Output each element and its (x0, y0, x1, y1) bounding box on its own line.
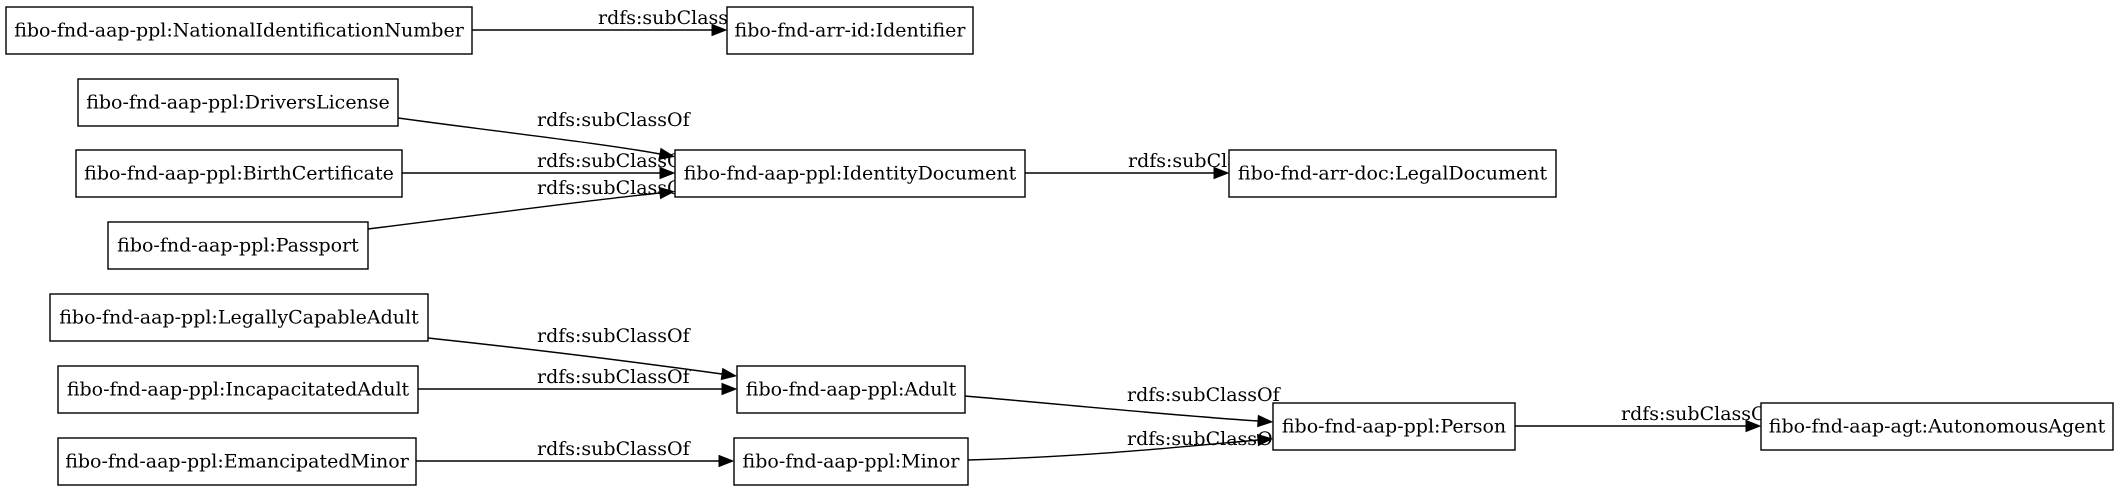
node-label: fibo-fnd-aap-ppl:EmancipatedMinor (65, 451, 409, 473)
edge-incapacitated-adult-to-adult: rdfs:subClassOf (418, 366, 738, 396)
node-box (49, 293, 429, 342)
node-label: fibo-fnd-aap-ppl:Adult (746, 379, 957, 401)
node-minor: fibo-fnd-aap-ppl:Minor (733, 437, 969, 486)
arrowhead-icon (1213, 166, 1230, 180)
node-incapacitated-adult: fibo-fnd-aap-ppl:IncapacitatedAdult (57, 365, 419, 414)
edge-minor-to-person: rdfs:subClassOf (967, 428, 1282, 461)
edge-label: rdfs:subClassOf (537, 366, 692, 388)
node-adult: fibo-fnd-aap-ppl:Adult (736, 365, 966, 414)
edge-birth-certificate-to-identity-document: rdfs:subClassOf (402, 150, 692, 180)
node-box (1228, 149, 1557, 198)
node-label: fibo-fnd-aap-ppl:IncapacitatedAdult (67, 379, 410, 401)
edge-label: rdfs:subClassOf (1127, 428, 1282, 450)
arrowhead-icon (1257, 414, 1274, 428)
node-drivers-license: fibo-fnd-aap-ppl:DriversLicense (77, 78, 399, 127)
edge-label: rdfs:subClassOf (1621, 403, 1776, 425)
node-label: fibo-fnd-aap-ppl:Passport (117, 235, 359, 257)
node-box (107, 221, 369, 270)
edge-person-to-autonomous-agent: rdfs:subClassOf (1515, 403, 1776, 433)
node-label: fibo-fnd-arr-doc:LegalDocument (1238, 163, 1548, 185)
node-label: fibo-fnd-aap-ppl:IdentityDocument (684, 163, 1017, 185)
edge-label: rdfs:subClassOf (1127, 384, 1282, 406)
node-person: fibo-fnd-aap-ppl:Person (1272, 402, 1516, 451)
node-birth-certificate: fibo-fnd-aap-ppl:BirthCertificate (75, 149, 403, 198)
node-label: fibo-fnd-arr-id:Identifier (735, 20, 967, 42)
edge-line (964, 395, 1259, 422)
node-box (57, 365, 419, 414)
node-box (1760, 402, 2114, 451)
node-national-id: fibo-fnd-aap-ppl:NationalIdentificationN… (5, 6, 473, 55)
edge-national-id-to-identifier: rdfs:subClassOf (472, 7, 753, 37)
arrowhead-icon (658, 147, 676, 161)
node-identity-document: fibo-fnd-aap-ppl:IdentityDocument (674, 149, 1026, 198)
edge-drivers-license-to-identity-document: rdfs:subClassOf (397, 109, 692, 161)
edge-line (967, 439, 1259, 461)
node-label: fibo-fnd-aap-ppl:NationalIdentificationN… (14, 20, 465, 42)
edge-label: rdfs:subClassOf (537, 150, 692, 172)
edge-line (367, 192, 661, 230)
edge-label: rdfs:subClassOf (598, 7, 753, 29)
edge-line (397, 117, 661, 155)
edge-label: rdfs:subClassOf (537, 438, 692, 460)
arrowhead-icon (658, 186, 676, 200)
node-label: fibo-fnd-aap-ppl:LegallyCapableAdult (59, 307, 419, 329)
node-passport: fibo-fnd-aap-ppl:Passport (107, 221, 369, 270)
node-label: fibo-fnd-aap-ppl:DriversLicense (86, 92, 390, 114)
node-box (1272, 402, 1516, 451)
node-box (77, 78, 399, 127)
node-legal-document: fibo-fnd-arr-doc:LegalDocument (1228, 149, 1557, 198)
node-box (736, 365, 966, 414)
node-autonomous-agent: fibo-fnd-aap-agt:AutonomousAgent (1760, 402, 2114, 451)
arrowhead-icon (721, 382, 738, 396)
nodes-layer: fibo-fnd-aap-ppl:NationalIdentificationN… (5, 6, 2114, 486)
node-box (75, 149, 403, 198)
node-label: fibo-fnd-aap-ppl:Minor (743, 451, 961, 473)
arrowhead-icon (1256, 433, 1274, 447)
node-label: fibo-fnd-aap-agt:AutonomousAgent (1769, 416, 2106, 438)
node-legally-capable-adult: fibo-fnd-aap-ppl:LegallyCapableAdult (49, 293, 429, 342)
node-identifier: fibo-fnd-arr-id:Identifier (726, 6, 974, 55)
edge-label: rdfs:subClassOf (537, 177, 692, 199)
edge-legally-capable-adult-to-adult: rdfs:subClassOf (427, 325, 738, 381)
edge-label: rdfs:subClassOf (537, 325, 692, 347)
node-emancipated-minor: fibo-fnd-aap-ppl:EmancipatedMinor (57, 437, 417, 486)
arrowhead-icon (1745, 419, 1762, 433)
edges-layer: rdfs:subClassOf rdfs:subClassOf rdfs:subCl… (367, 7, 1776, 468)
node-box (726, 6, 974, 55)
arrowhead-icon (718, 454, 735, 468)
arrowhead-icon (659, 166, 676, 180)
node-label: fibo-fnd-aap-ppl:BirthCertificate (84, 163, 394, 185)
edge-line (427, 337, 723, 375)
node-box (57, 437, 417, 486)
node-label: fibo-fnd-aap-ppl:Person (1282, 416, 1506, 438)
arrowhead-icon (720, 367, 738, 381)
edge-adult-to-person: rdfs:subClassOf (964, 384, 1282, 428)
node-box (733, 437, 969, 486)
edge-emancipated-minor-to-minor: rdfs:subClassOf (416, 438, 735, 468)
node-box (674, 149, 1026, 198)
edge-label: rdfs:subClassOf (537, 109, 692, 131)
node-box (5, 6, 473, 55)
edge-passport-to-identity-document: rdfs:subClassOf (367, 177, 692, 230)
arrowhead-icon (711, 23, 728, 37)
